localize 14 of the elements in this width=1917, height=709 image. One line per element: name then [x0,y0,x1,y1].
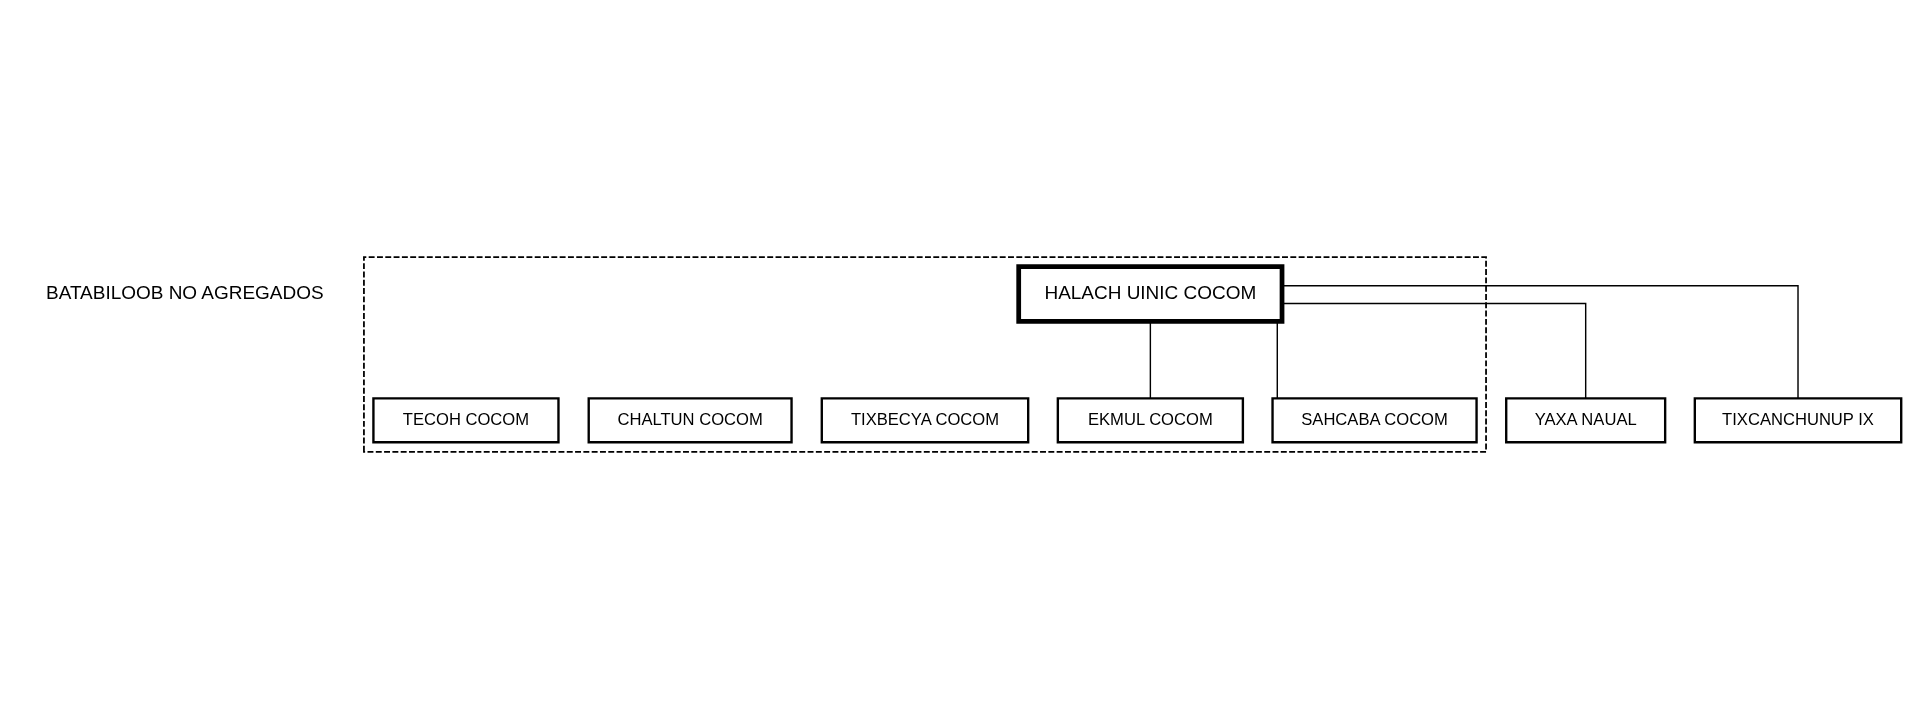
connector [1281,302,1587,400]
node-box: TIXCANCHUNUP IX [1693,397,1903,444]
cluster [363,256,1487,453]
node-box: TIXBECYA COCOM [820,397,1030,444]
connector [1281,285,1799,399]
connector [1149,320,1152,399]
node-box: EKMUL COCOM [1056,397,1245,444]
node-box: TECOH COCOM [372,397,560,444]
label: BATABILOOB NO AGREGADOS [46,281,324,303]
node-box: SAHCABA COCOM [1271,397,1478,444]
node-box: CHALTUN COCOM [587,397,793,444]
connector [1276,320,1278,399]
node-box: HALACH UINIC COCOM [1016,264,1285,324]
node-box: YAXA NAUAL [1505,397,1667,444]
